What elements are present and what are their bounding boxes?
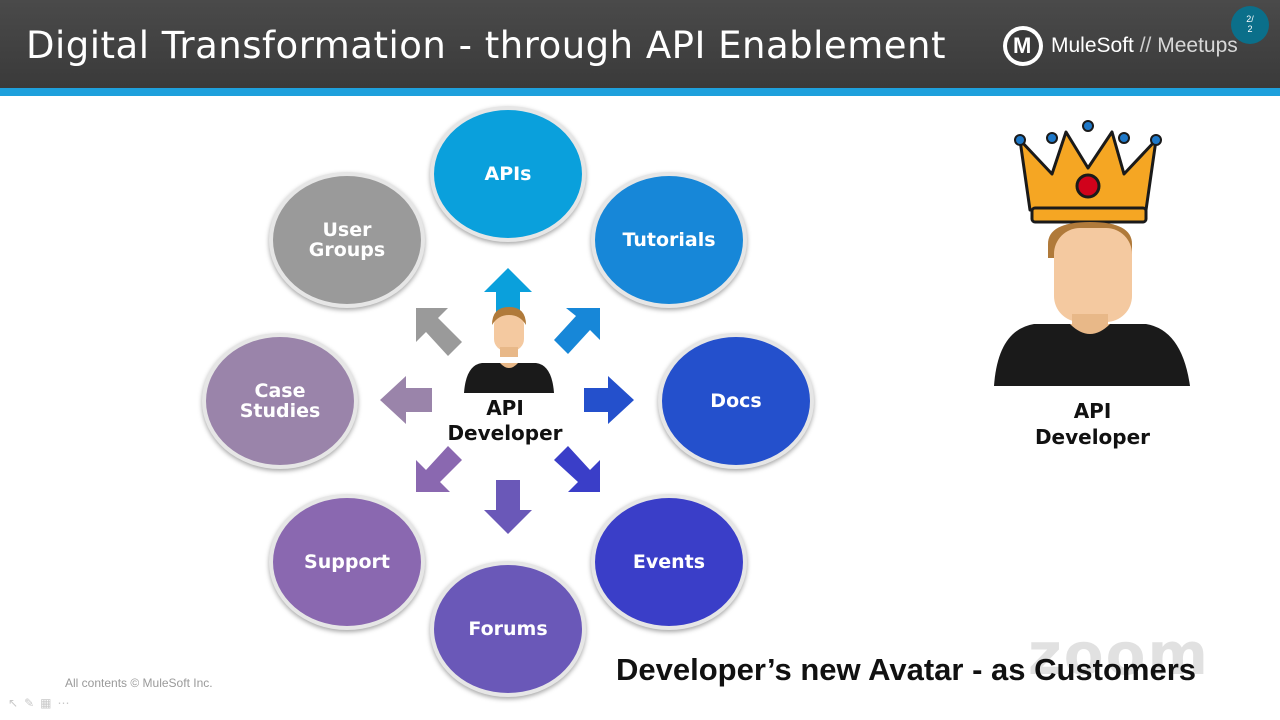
logo-suffix: Meetups xyxy=(1157,34,1238,57)
node-forums: Forums xyxy=(430,561,586,697)
developer-avatar-icon xyxy=(994,222,1190,386)
node-case-studies: Case Studies xyxy=(202,333,358,469)
node-events: Events xyxy=(591,494,747,630)
zoom-watermark: zoom xyxy=(1028,620,1210,688)
slide-header xyxy=(0,0,1280,88)
node-support-label: Support xyxy=(304,551,390,573)
arrow-up-left-icon xyxy=(416,308,462,356)
node-user-groups-label-line2: Groups xyxy=(308,239,386,261)
node-events-label: Events xyxy=(632,551,706,573)
node-tutorials: Tutorials xyxy=(591,172,747,308)
node-user-groups: User Groups xyxy=(269,172,425,308)
developer-panel-label-line2: Developer xyxy=(1034,425,1151,449)
copyright-text: All contents © MuleSoft Inc. xyxy=(65,676,213,690)
node-forums-label: Forums xyxy=(468,618,548,640)
node-case-studies-label-line1: Case xyxy=(254,380,306,402)
page-total: 2 xyxy=(1247,24,1253,34)
node-apis-label: APIs xyxy=(484,163,532,185)
developer-panel-label-line1: API xyxy=(1073,399,1112,423)
developer-panel-label: API Developer xyxy=(1010,398,1175,450)
crowned-developer-illustration xyxy=(994,120,1190,386)
arrow-down-right-icon xyxy=(554,446,600,492)
logo-text: MuleSoft // Meetups xyxy=(1051,34,1238,58)
page-current: 2/ xyxy=(1246,14,1254,24)
crown-icon xyxy=(1014,120,1162,224)
arrow-left-icon xyxy=(380,376,432,424)
page-indicator-button[interactable]: 2/ 2 xyxy=(1231,6,1269,44)
node-tutorials-label: Tutorials xyxy=(622,229,716,251)
center-label: API Developer xyxy=(430,396,580,446)
mulesoft-logo-icon xyxy=(1003,26,1043,66)
arrow-down-icon xyxy=(484,480,532,534)
center-label-line2: Developer xyxy=(447,421,563,445)
arrow-right-icon xyxy=(584,376,634,424)
arrow-up-icon xyxy=(484,268,532,312)
node-docs-label: Docs xyxy=(710,390,762,412)
node-case-studies-label-line2: Studies xyxy=(239,400,321,422)
arrow-down-left-icon xyxy=(416,446,462,492)
slide-subtitle: Developer’s new Avatar - as Customers xyxy=(616,652,1197,687)
pen-icon[interactable]: ✎ xyxy=(24,696,41,710)
mulesoft-meetups-logo: M MuleSoft // Meetups xyxy=(1003,26,1253,68)
slides-icon[interactable]: ▦ xyxy=(40,696,58,710)
logo-separator: // xyxy=(1139,34,1152,57)
node-user-groups-label-line1: User xyxy=(322,219,372,241)
slide-title: Digital Transformation - through API Ena… xyxy=(26,24,946,67)
presentation-toolbar[interactable]: ↖✎▦⋯ xyxy=(8,696,75,710)
arrow-up-right-icon xyxy=(554,308,600,354)
more-icon[interactable]: ⋯ xyxy=(57,696,76,710)
logo-brand: MuleSoft xyxy=(1051,34,1134,57)
node-docs: Docs xyxy=(658,333,814,469)
node-support: Support xyxy=(269,494,425,630)
logo-mark: M xyxy=(1013,33,1032,58)
center-label-line1: API xyxy=(486,396,524,420)
header-accent-bar xyxy=(0,88,1280,96)
arrow-icon[interactable]: ↖ xyxy=(8,696,25,710)
node-apis: APIs xyxy=(430,106,586,242)
developer-avatar-icon xyxy=(464,307,554,393)
